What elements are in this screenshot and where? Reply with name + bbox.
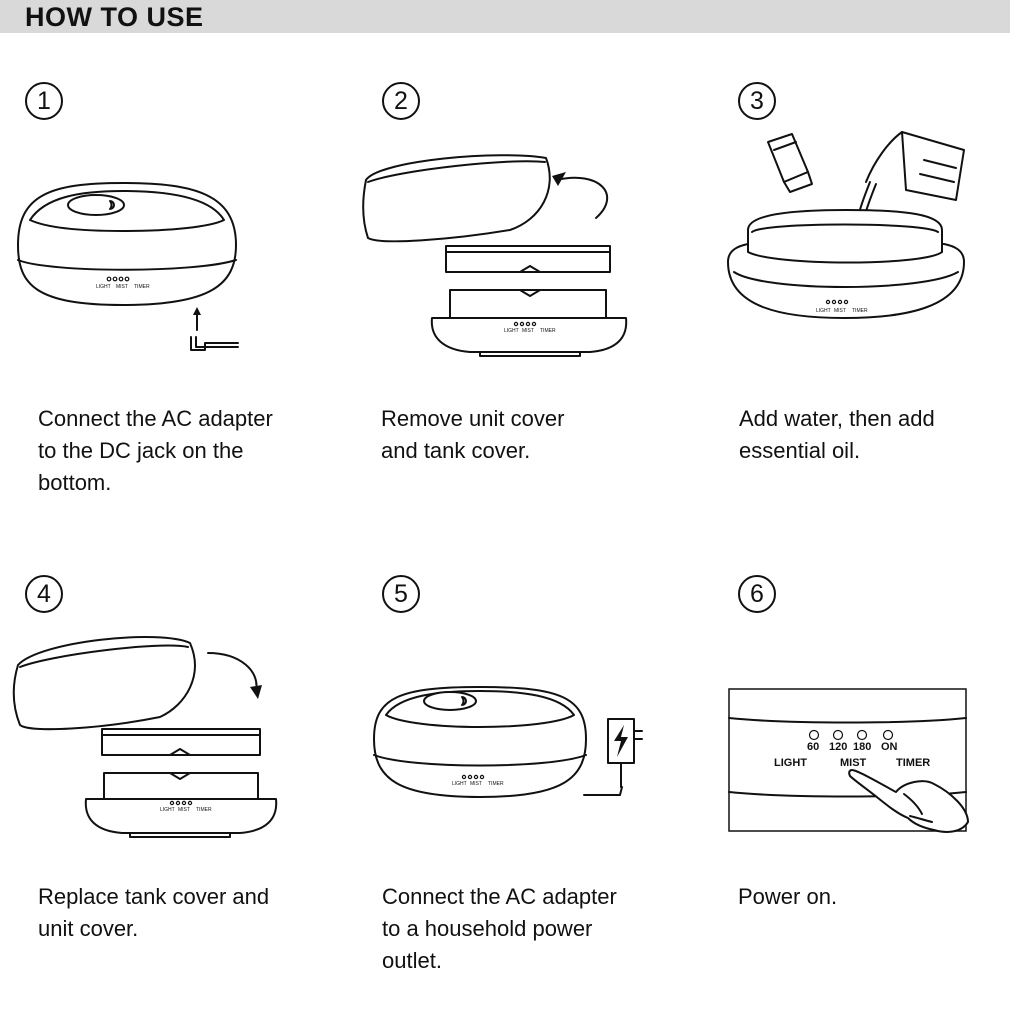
oil-bottle-icon — [767, 133, 813, 193]
page-title: HOW TO USE — [25, 2, 204, 32]
mist-button[interactable]: MIST — [840, 757, 867, 769]
caption-line: Power on. — [738, 884, 838, 909]
pointing-hand-icon — [848, 769, 969, 833]
mist-label: MIST — [470, 781, 482, 787]
timer-label: TIMER — [540, 328, 556, 334]
step-caption: Add water, then add essential oil. — [739, 403, 935, 467]
step-caption: Connect the AC adapter to a household po… — [382, 881, 617, 977]
mist-label: MIST — [116, 284, 128, 290]
step-6: 6 60 120 180 ON LIGHT MIST TIMER Power o… — [674, 555, 1010, 1035]
caption-line: unit cover. — [38, 916, 139, 941]
caption-line: Remove unit cover — [381, 406, 565, 431]
light-label: LIGHT — [816, 308, 831, 314]
replace-covers-illustration: LIGHT MIST TIMER — [12, 636, 278, 838]
caption-line: and tank cover. — [381, 438, 531, 463]
step-number: 1 — [25, 82, 63, 120]
step-number: 5 — [382, 575, 420, 613]
step-4: 4 LIGHT MIST TIMER Replace tank cover an… — [0, 555, 336, 1035]
timer-60: 60 — [807, 741, 819, 753]
timer-label: TIMER — [852, 308, 868, 314]
step-number: 6 — [738, 575, 776, 613]
step-number: 4 — [25, 575, 63, 613]
lightning-bolt-icon — [614, 725, 628, 757]
light-label: LIGHT — [504, 328, 519, 334]
step-caption: Replace tank cover and unit cover. — [38, 881, 269, 945]
light-button[interactable]: LIGHT — [774, 757, 807, 769]
mist-label: MIST — [834, 308, 846, 314]
water-jug-icon — [865, 131, 965, 201]
step-caption: Power on. — [738, 881, 837, 913]
mist-label: MIST — [178, 807, 190, 813]
light-label: LIGHT — [160, 807, 175, 813]
timer-label: TIMER — [134, 284, 150, 290]
caption-line: Replace tank cover and — [38, 884, 270, 909]
diffuser-plugged-illustration: LIGHT MIST TIMER — [373, 686, 643, 798]
light-label: LIGHT — [96, 284, 111, 290]
mist-label: MIST — [522, 328, 534, 334]
timer-label: TIMER — [196, 807, 212, 813]
control-leds — [106, 276, 130, 282]
timer-button[interactable]: TIMER — [896, 757, 930, 769]
step-3: 3 LIGHT MIST TIMER Add water, then add e… — [674, 60, 1010, 540]
remove-covers-illustration: LIGHT MIST TIMER — [362, 154, 628, 357]
step-caption: Remove unit cover and tank cover. — [381, 403, 564, 467]
timer-180: 180 — [853, 741, 871, 753]
step-1: 1 LIGHT MIST TIMER Connect the AC adapte… — [0, 60, 336, 540]
caption-line: Add water, then add — [739, 406, 935, 431]
power-adapter-icon — [607, 718, 643, 788]
add-water-oil-illustration: LIGHT MIST TIMER — [727, 131, 965, 319]
light-label: LIGHT — [452, 781, 467, 787]
caption-line: to the DC jack on the — [38, 438, 244, 463]
caption-line: to a household power — [382, 916, 593, 941]
step-5: 5 LIGHT MIST TIMER Connect the AC adapte… — [340, 555, 676, 1035]
control-panel-illustration: 60 120 180 ON LIGHT MIST TIMER — [728, 688, 969, 833]
timer-120: 120 — [829, 741, 847, 753]
step-2: 2 LIGHT MIST TIMER Remove unit cover and… — [340, 60, 676, 540]
caption-line: bottom. — [38, 470, 112, 495]
timer-label: TIMER — [488, 781, 504, 787]
timer-on: ON — [881, 741, 898, 753]
caption-line: outlet. — [382, 948, 442, 973]
step-number: 3 — [738, 82, 776, 120]
caption-line: essential oil. — [739, 438, 861, 463]
caption-line: Connect the AC adapter — [382, 884, 617, 909]
step-number: 2 — [382, 82, 420, 120]
diffuser-with-adapter-illustration: LIGHT MIST TIMER — [17, 182, 239, 351]
caption-line: Connect the AC adapter — [38, 406, 273, 431]
header-bar: HOW TO USE — [0, 0, 1010, 33]
step-caption: Connect the AC adapter to the DC jack on… — [38, 403, 273, 499]
